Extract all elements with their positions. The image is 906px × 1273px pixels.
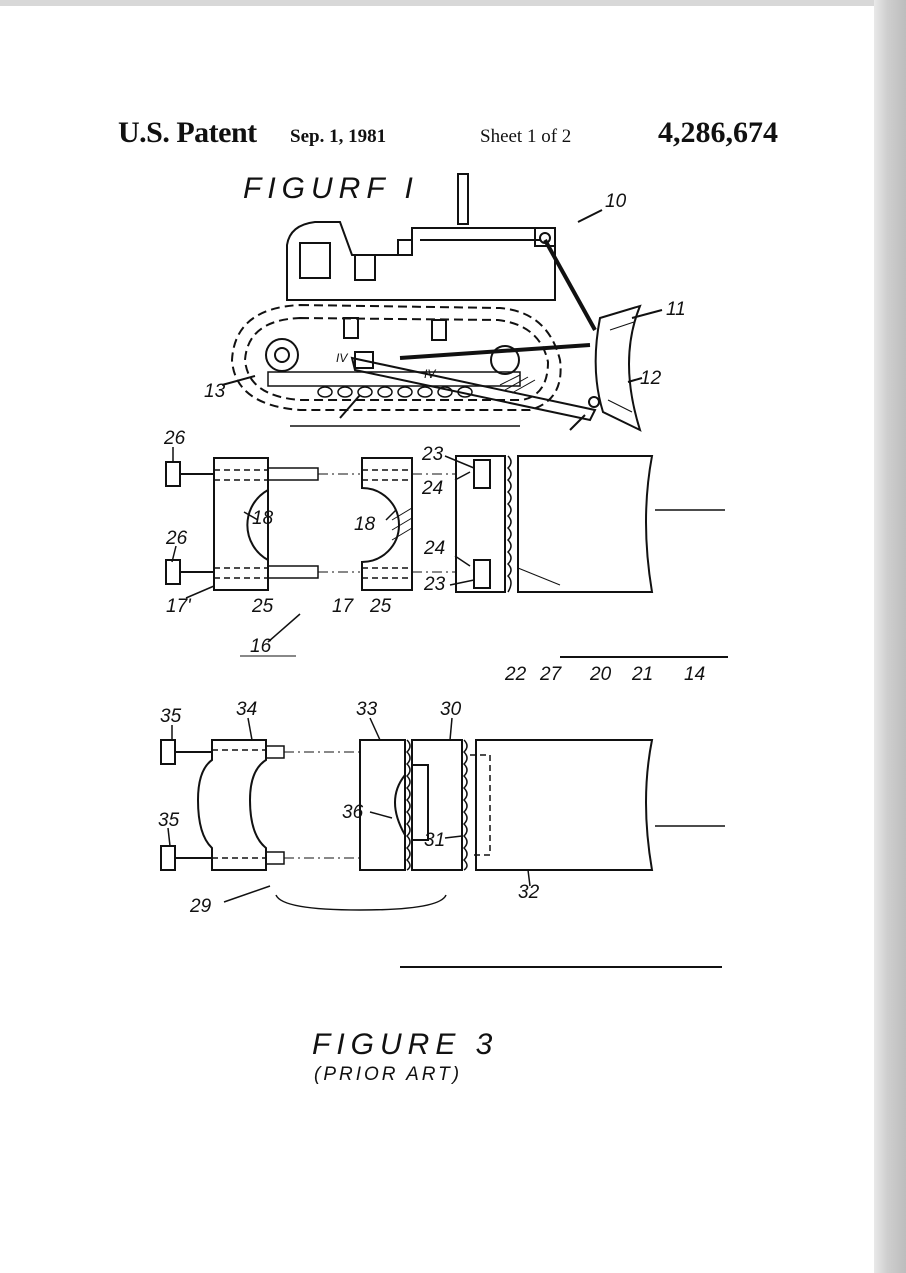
console bbox=[355, 255, 375, 280]
section-mark-iv: IV bbox=[424, 367, 436, 381]
hidden-line bbox=[470, 755, 490, 855]
label-25-left: 25 bbox=[251, 596, 274, 617]
blade-edge bbox=[608, 322, 634, 412]
blade-pivot bbox=[589, 397, 599, 407]
bolt-head-26 bbox=[166, 560, 180, 584]
nut-23 bbox=[474, 460, 490, 488]
label-23-bottom: 23 bbox=[423, 574, 446, 595]
clamp-half-33 bbox=[360, 740, 405, 870]
label-32: 32 bbox=[518, 882, 540, 903]
label-33: 33 bbox=[356, 699, 378, 720]
arm-hatching bbox=[500, 375, 535, 393]
label-14: 14 bbox=[684, 664, 705, 685]
label-20: 20 bbox=[589, 664, 612, 685]
leader-29 bbox=[224, 886, 270, 902]
leader-16 bbox=[268, 614, 300, 642]
label-25-mid: 25 bbox=[369, 596, 392, 617]
label-31: 31 bbox=[424, 830, 445, 851]
label-21: 21 bbox=[631, 664, 653, 685]
push-arm-tube bbox=[476, 740, 652, 870]
section-mark-iv: IV bbox=[336, 351, 348, 365]
label-24-bottom: 24 bbox=[423, 538, 445, 559]
clamp-hatching bbox=[392, 508, 412, 540]
label-13: 13 bbox=[204, 381, 226, 402]
tractor-body bbox=[287, 222, 555, 300]
figure2-clamp-assembly: 26 26 18 18 17' 25 17 25 16 23 24 24 23 … bbox=[163, 428, 728, 685]
leader-23 bbox=[445, 456, 474, 468]
figure3-prior-art-clamp: 35 34 33 30 36 31 35 32 29 bbox=[158, 699, 725, 967]
brace bbox=[276, 895, 446, 910]
label-35-top: 35 bbox=[160, 706, 182, 727]
clamp-half-34 bbox=[198, 740, 266, 870]
dozer-blade bbox=[596, 306, 640, 430]
mounting-plate bbox=[456, 456, 505, 592]
label-10: 10 bbox=[605, 191, 627, 212]
label-18-mid: 18 bbox=[354, 514, 376, 535]
bolt-thread bbox=[266, 746, 284, 758]
figure1-bulldozer: 10 11 12 13 IV IV bbox=[204, 174, 686, 430]
adapter-socket bbox=[412, 765, 428, 840]
weld-bead bbox=[464, 740, 467, 870]
bolt-head-35 bbox=[161, 740, 175, 764]
leader-31 bbox=[445, 836, 462, 838]
weld-bead bbox=[508, 456, 511, 592]
label-35-bottom: 35 bbox=[158, 810, 180, 831]
label-26-bottom: 26 bbox=[165, 528, 188, 549]
leader-24 bbox=[455, 556, 470, 566]
seat bbox=[300, 243, 330, 278]
label-11: 11 bbox=[666, 299, 686, 320]
sprocket-hub bbox=[275, 348, 289, 362]
leader-34 bbox=[248, 718, 252, 740]
label-26-top: 26 bbox=[163, 428, 186, 449]
nut-23 bbox=[474, 560, 490, 588]
leader-24 bbox=[455, 472, 470, 480]
label-27: 27 bbox=[539, 664, 563, 685]
bolt-thread bbox=[268, 566, 318, 578]
label-17: 17 bbox=[332, 596, 355, 617]
leader-27 bbox=[518, 568, 560, 585]
clamp-bore bbox=[395, 775, 405, 835]
leader-arm bbox=[340, 395, 360, 418]
label-23-top: 23 bbox=[421, 444, 444, 465]
leader-23 bbox=[450, 580, 474, 585]
bolt-thread bbox=[268, 468, 318, 480]
label-30: 30 bbox=[440, 699, 462, 720]
bolt-thread bbox=[266, 852, 284, 864]
label-12: 12 bbox=[640, 368, 662, 389]
hood-step bbox=[398, 240, 412, 255]
tilt-cylinder bbox=[400, 345, 590, 358]
label-24-top: 24 bbox=[421, 478, 443, 499]
leader-30 bbox=[450, 718, 452, 740]
leader-33 bbox=[370, 718, 380, 740]
push-arm-tube bbox=[518, 456, 652, 592]
label-34: 34 bbox=[236, 699, 257, 720]
carrier-roller bbox=[344, 318, 358, 338]
weld-bead bbox=[407, 740, 410, 870]
label-29: 29 bbox=[189, 896, 212, 917]
label-18-left: 18 bbox=[252, 508, 274, 529]
label-16: 16 bbox=[250, 636, 272, 657]
track-inner bbox=[245, 318, 548, 400]
bolt-head-35 bbox=[161, 846, 175, 870]
sprocket-wheel bbox=[266, 339, 298, 371]
leader-36 bbox=[370, 812, 392, 818]
label-36: 36 bbox=[342, 802, 364, 823]
track-rollers bbox=[318, 387, 472, 397]
lift-cylinder bbox=[545, 240, 595, 330]
label-17-prime: 17' bbox=[166, 596, 192, 617]
label-22: 22 bbox=[504, 664, 527, 685]
exhaust-stack bbox=[458, 174, 468, 224]
leader-10 bbox=[578, 210, 602, 222]
bolt-head-26 bbox=[166, 462, 180, 486]
carrier-roller bbox=[432, 320, 446, 340]
